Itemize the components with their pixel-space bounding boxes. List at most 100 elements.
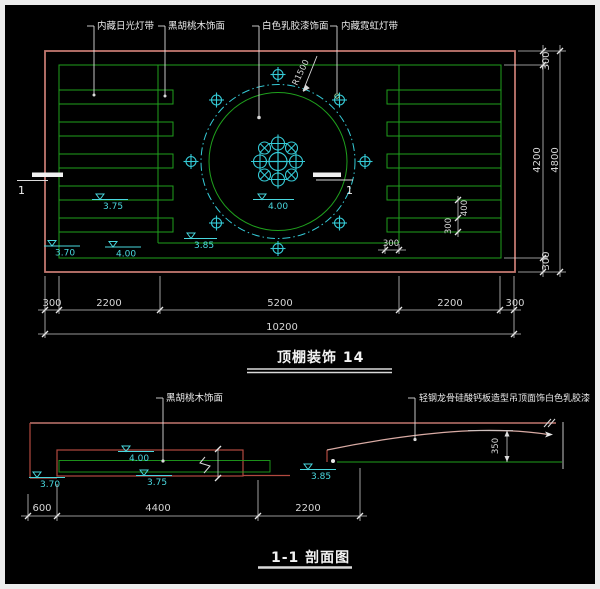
leader-dot bbox=[92, 93, 96, 97]
section-panel-hatch bbox=[58, 460, 271, 473]
leader-dot bbox=[413, 437, 417, 442]
dim-label: 2200 bbox=[437, 298, 462, 309]
wood-panel-bar bbox=[386, 121, 502, 137]
cluster-light bbox=[257, 168, 272, 182]
light-symbol bbox=[331, 91, 348, 109]
light-symbol bbox=[182, 153, 200, 170]
dim-label: 300 bbox=[541, 251, 552, 270]
light-symbol bbox=[208, 214, 225, 232]
wood-panel-bar bbox=[58, 89, 174, 105]
elevation-label: 4.00 bbox=[116, 250, 136, 260]
wood-panel-bars-left bbox=[58, 89, 174, 233]
callout-fluorescent-label: 内藏日光灯带 bbox=[97, 20, 155, 32]
dim-label-band-overlap: 300 bbox=[383, 239, 399, 249]
elevation-label: 3.70 bbox=[40, 480, 60, 490]
plan-title-block: 顶棚装饰 14 bbox=[247, 349, 392, 374]
elevation-marker: 3.85 bbox=[184, 232, 217, 251]
section-cut-right: 1 bbox=[313, 172, 353, 197]
section-callouts: 黑胡桃木饰面 轻钢龙骨硅酸钙板造型吊顶面饰白色乳胶漆 bbox=[156, 392, 590, 463]
wood-panel-bar bbox=[386, 217, 502, 233]
leader-endpoint bbox=[334, 93, 340, 99]
dim-label-bar-gap: 400 bbox=[460, 200, 470, 216]
elevation-label: 3.75 bbox=[103, 202, 123, 212]
section-title: 1-1 剖面图 bbox=[271, 549, 350, 566]
cluster-light bbox=[268, 133, 288, 154]
dim-label: 300 bbox=[541, 51, 552, 70]
elevation-label: 3.85 bbox=[311, 472, 331, 482]
elevation-label: 3.70 bbox=[55, 249, 75, 259]
callout-latex-label: 白色乳胶漆饰面 bbox=[262, 20, 329, 32]
elevation-marker: 3.70 bbox=[29, 471, 65, 490]
dim-label: 600 bbox=[32, 503, 51, 514]
section-elevations: 4.00 3.75 3.70 3.85 bbox=[29, 445, 336, 490]
extension-lines bbox=[504, 50, 566, 273]
callout-walnut-label: 黑胡桃木饰面 bbox=[166, 392, 223, 404]
light-symbol bbox=[331, 214, 348, 232]
light-symbol bbox=[356, 153, 374, 170]
ceiling-plan: 内藏日光灯带 黑胡桃木饰面 白色乳胶漆饰面 内藏霓虹灯带 R1500 1 1 3 bbox=[17, 20, 566, 374]
cluster-light bbox=[286, 151, 306, 172]
elevation-label: 4.00 bbox=[268, 202, 288, 212]
section-cut-bar bbox=[32, 172, 63, 177]
section-title-block: 1-1 剖面图 bbox=[258, 549, 352, 569]
dim-label-rise: 350 bbox=[491, 438, 501, 454]
plan-elevations: 3.75 3.70 4.00 4.00 3.85 bbox=[44, 193, 294, 260]
dim-label-bar-width: 300 bbox=[444, 218, 454, 234]
dim-ticks bbox=[41, 306, 518, 314]
section-bottom-dims: 600 4400 2200 bbox=[21, 468, 367, 521]
wood-panel-bar bbox=[58, 121, 174, 137]
plan-outer-border bbox=[44, 50, 516, 273]
plan-inner-dims: 400 300 300 bbox=[378, 196, 470, 254]
dim-label: 2200 bbox=[96, 298, 121, 309]
rise-dim: 350 bbox=[468, 430, 513, 462]
elevation-marker: 3.75 bbox=[136, 469, 172, 488]
light-symbol bbox=[208, 91, 225, 109]
section-left-step bbox=[29, 423, 57, 479]
elevation-label: 4.00 bbox=[129, 454, 149, 464]
leader-dot bbox=[161, 459, 165, 463]
elevation-marker: 4.00 bbox=[253, 193, 294, 212]
section-view: 350 黑胡桃木饰面 轻钢龙骨硅酸钙板造型吊顶面饰白色乳胶漆 4.00 3.75 bbox=[21, 392, 590, 569]
section-cut-left: 1 bbox=[17, 172, 63, 197]
elevation-label: 3.85 bbox=[194, 241, 214, 251]
elevation-marker: 4.00 bbox=[105, 241, 141, 260]
dim-label-total: 4800 bbox=[550, 147, 561, 172]
dim-ticks bbox=[41, 330, 518, 338]
radius-label: R1500 bbox=[291, 58, 312, 87]
callout-neon-label: 内藏霓虹灯带 bbox=[341, 20, 399, 32]
section-cut-number: 1 bbox=[346, 184, 353, 197]
plan-right-dims: 300 4200 300 4800 bbox=[504, 45, 566, 277]
cluster-light bbox=[268, 169, 288, 190]
plan-bottom-dims: 300 2200 5200 2200 300 10200 bbox=[38, 276, 525, 338]
wood-panel-bar bbox=[386, 153, 502, 169]
plan-title: 顶棚装饰 14 bbox=[277, 349, 364, 366]
extension-lines bbox=[44, 276, 515, 338]
leader-dot bbox=[331, 459, 335, 463]
light-ring-dashed bbox=[200, 84, 356, 239]
dim-label: 4200 bbox=[532, 147, 543, 172]
light-symbol bbox=[269, 66, 287, 83]
section-cut-bar bbox=[313, 172, 341, 177]
wood-panel-bar bbox=[58, 185, 174, 201]
dim-ticks bbox=[539, 47, 564, 276]
cluster-light bbox=[250, 151, 270, 172]
elevation-marker: 3.70 bbox=[44, 240, 80, 259]
hatch-break-squiggle bbox=[199, 456, 211, 474]
leader-dot bbox=[257, 115, 261, 120]
section-cut-number: 1 bbox=[18, 184, 25, 197]
elevation-marker: 3.85 bbox=[300, 463, 336, 482]
dim-label-total: 10200 bbox=[266, 322, 298, 333]
wood-panel-bar bbox=[58, 217, 174, 233]
dim-label: 2200 bbox=[295, 503, 320, 514]
wood-panel-bars-right bbox=[386, 89, 502, 233]
wood-panel-bar bbox=[386, 89, 502, 105]
chandelier-cluster bbox=[250, 133, 306, 190]
dim-ticks bbox=[24, 512, 364, 520]
dome-circle bbox=[208, 92, 348, 231]
curve-arrow bbox=[545, 431, 553, 438]
callout-walnut-label: 黑胡桃木饰面 bbox=[168, 20, 225, 32]
wood-panel-bar bbox=[386, 185, 502, 201]
leader-line bbox=[87, 25, 338, 116]
